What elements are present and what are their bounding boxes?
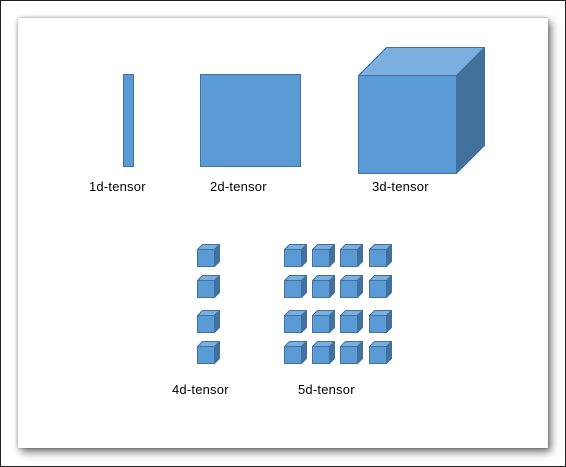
tensor-5d-cube-r3c1-front-face (284, 315, 302, 333)
label-3d-tensor: 3d-tensor (372, 179, 429, 194)
label-4d-tensor: 4d-tensor (172, 382, 229, 397)
tensor-5d-cube-r4c2-front-face (312, 346, 330, 364)
label-1d-tensor: 1d-tensor (89, 179, 146, 194)
tensor-5d-cube-r1c2-front-face (312, 249, 330, 267)
tensor-5d-cube-r4c1-front-face (284, 346, 302, 364)
tensor-4d-cube-1-front-face (197, 249, 215, 267)
tensor-3d-cube-front-face (358, 75, 457, 174)
tensor-5d-cube-r1c4-front-face (369, 249, 387, 267)
label-5d-tensor: 5d-tensor (298, 382, 355, 397)
tensor-5d-cube-r1c3-front-face (340, 249, 358, 267)
tensor-5d-cube-r4c4-front-face (369, 346, 387, 364)
tensor-2d-square (200, 74, 301, 167)
tensor-5d-cube-r2c1-front-face (284, 280, 302, 298)
tensor-5d-cube-r3c2-front-face (312, 315, 330, 333)
tensor-5d-cube-r3c3-front-face (340, 315, 358, 333)
tensor-5d-cube-r2c2-front-face (312, 280, 330, 298)
tensor-5d-cube-r4c3-front-face (340, 346, 358, 364)
tensor-1d-bar (123, 74, 134, 167)
tensor-5d-cube-r2c3-front-face (340, 280, 358, 298)
label-2d-tensor: 2d-tensor (210, 179, 267, 194)
tensor-4d-cube-3-front-face (197, 315, 215, 333)
tensor-5d-cube-r2c4-front-face (369, 280, 387, 298)
tensor-4d-cube-4-front-face (197, 346, 215, 364)
tensor-5d-cube-r1c1-front-face (284, 249, 302, 267)
tensor-4d-cube-2-front-face (197, 280, 215, 298)
tensor-5d-cube-r3c4-front-face (369, 315, 387, 333)
